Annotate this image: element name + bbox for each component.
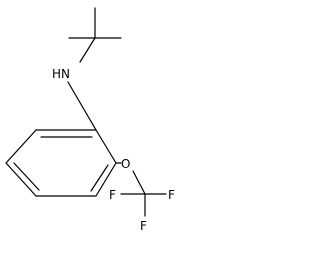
ring-double-bond-left: [13, 162, 40, 191]
ring-bond-5: [5, 129, 37, 164]
structure-diagram: HN O F F F: [5, 7, 175, 233]
atom-label-oxygen: O: [121, 157, 130, 171]
bond-tbu-to-nitrogen: [79, 37, 96, 63]
bond-oxygen-to-cf3: [132, 170, 146, 195]
bond-nitrogen-to-ch2: [67, 81, 83, 107]
ring-bond-4: [5, 162, 37, 197]
atom-label-amine: HN: [52, 67, 70, 81]
atom-label-fluorine-right: F: [168, 188, 175, 202]
bond-ch2-to-ring: [81, 105, 97, 131]
ring-double-bond-right: [90, 164, 109, 192]
ring-bond-2: [95, 162, 117, 197]
atom-label-fluorine-bottom: F: [140, 219, 147, 233]
benzene-ring: [5, 129, 117, 197]
atom-label-fluorine-left: F: [109, 188, 116, 202]
ring-bond-1: [95, 129, 117, 164]
